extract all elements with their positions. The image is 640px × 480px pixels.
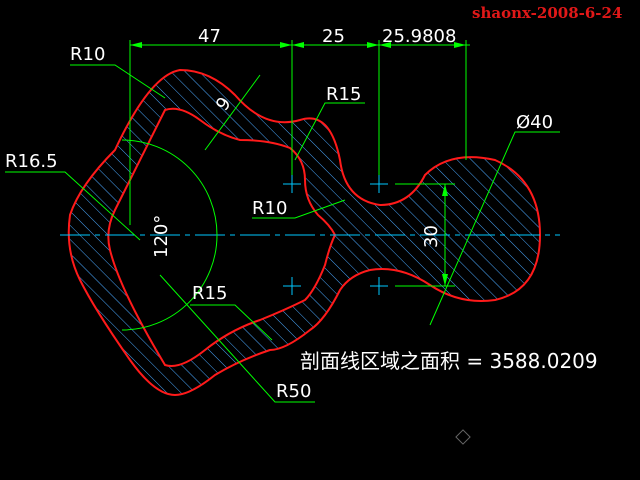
top-dimension-chain — [129, 40, 470, 225]
outer-profile — [67, 68, 542, 397]
dim-30 — [395, 183, 455, 287]
r50-leader — [159, 274, 315, 403]
r15-bottom-leader — [190, 304, 273, 341]
inner-profile — [107, 107, 337, 367]
r15-top-label: R15 — [326, 84, 361, 105]
r15-top-leader — [294, 102, 365, 161]
dim-25-label: 25 — [322, 26, 345, 47]
center-mark-upper-left — [283, 175, 301, 193]
dim-9-line — [204, 74, 261, 151]
area-note: 剖面线区域之面积 = 3588.0209 — [300, 349, 598, 373]
r16-5-leader — [5, 171, 141, 241]
dim-25-9808-label: 25.9808 — [382, 26, 456, 47]
r10-top-label: R10 — [70, 44, 105, 65]
dim-30-label: 30 — [421, 225, 442, 248]
center-mark-lower-left — [283, 277, 301, 295]
author-stamp: shaonx-2008-6-24 — [472, 4, 622, 22]
r16-5-label: R16.5 — [5, 151, 58, 172]
angle-label: 120° — [151, 215, 172, 258]
angle-arc — [121, 139, 218, 331]
ucs-icon — [455, 429, 471, 445]
center-mark-upper-right — [370, 175, 388, 193]
r10-mid-label: R10 — [252, 198, 287, 219]
dia40-label: Ø40 — [516, 112, 553, 133]
r10-top-leader — [70, 64, 166, 99]
dia40-leader — [429, 131, 560, 326]
r10-mid-leader — [252, 199, 346, 219]
dim-47-label: 47 — [198, 26, 221, 47]
center-mark-lower-right — [370, 277, 388, 295]
r50-label: R50 — [276, 381, 311, 402]
r15-bottom-label: R15 — [192, 283, 227, 304]
